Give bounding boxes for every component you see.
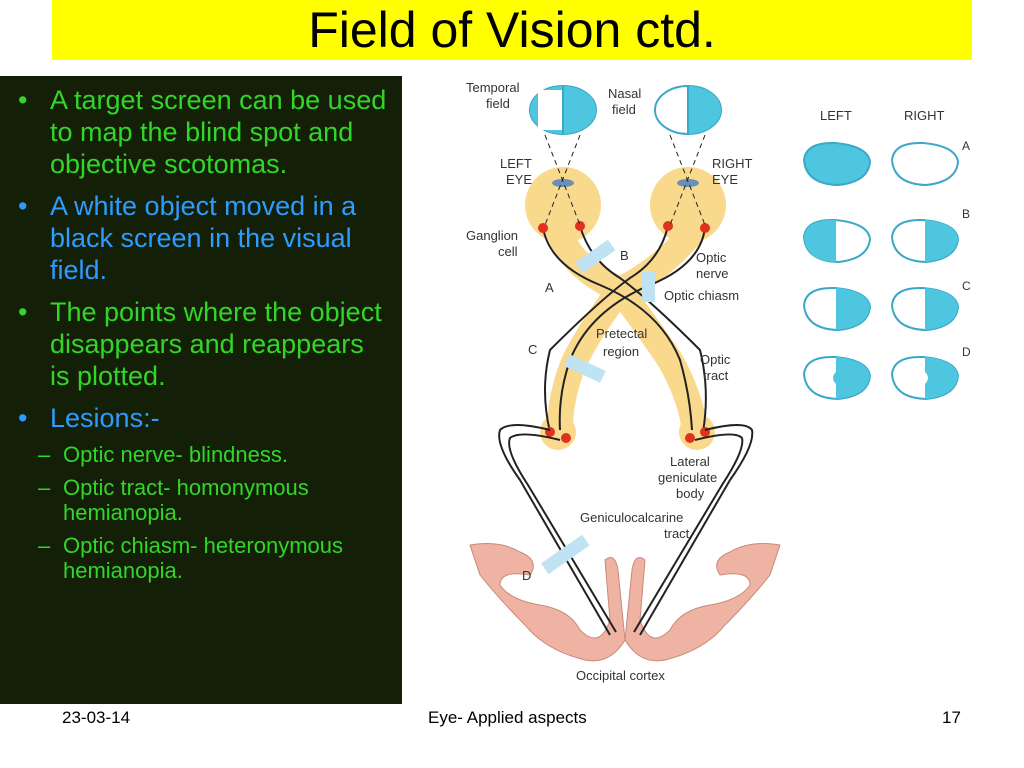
right-lens-icon (677, 179, 699, 187)
sub-bullet-text: Optic tract- homonymous hemianopia. (63, 475, 309, 525)
label-lesion-b: B (620, 248, 629, 263)
label-col-right: RIGHT (904, 108, 945, 123)
nerve-fiber (542, 227, 693, 431)
row-label-c: C (962, 279, 971, 293)
sub-bullet-dash: – (38, 442, 51, 467)
ganglion-dot (538, 223, 548, 233)
label-col-left: LEFT (820, 108, 852, 123)
label-lesion-c: C (528, 342, 537, 357)
bullet-item: • The points where the object disappears … (18, 296, 390, 392)
field-c-right-fill (925, 288, 958, 330)
field-d-left-fill (833, 357, 870, 399)
lgb-dot (685, 433, 695, 443)
nerve-fiber (558, 227, 706, 431)
label-lesion-a: A (545, 280, 554, 295)
sub-bullet-item: –Optic nerve- blindness. (18, 442, 390, 467)
ray-line (669, 134, 706, 226)
bullet-dot: • (18, 191, 28, 221)
geniculocalcarine-tract-left (508, 433, 617, 633)
bullet-item: • A target screen can be used to map the … (18, 84, 390, 180)
occipital-cortex-left (469, 543, 626, 662)
bullet-item: • A white object moved in a black screen … (18, 190, 390, 286)
sub-bullet-text: Optic chiasm- heteronymous hemianopia. (63, 533, 343, 583)
left-lens-icon (552, 179, 574, 187)
sub-bullet-item: –Optic chiasm- heteronymous hemianopia. (18, 533, 390, 583)
lesion-bar-a (575, 239, 616, 274)
row-label-a: A (962, 139, 970, 153)
field-d-right-fill (925, 357, 958, 399)
field-a-left (802, 141, 872, 187)
page-number: 17 (942, 708, 961, 727)
footer-date: 23-03-14 (62, 708, 131, 727)
sub-bullet-list: –Optic nerve- blindness. –Optic tract- h… (38, 442, 390, 583)
bullet-dot: • (18, 85, 28, 115)
bullet-item: •Lesions:- –Optic nerve- blindness. –Opt… (18, 402, 390, 583)
nerve-fiber (544, 225, 669, 433)
row-label-d: D (962, 345, 971, 359)
right-field-blue-half (688, 86, 721, 134)
sub-bullet-dash: – (38, 475, 51, 500)
bullet-dot: • (18, 403, 28, 433)
sub-bullet-dash: – (38, 533, 51, 558)
ray-line (544, 134, 581, 226)
lgb-dot (561, 433, 571, 443)
occipital-cortex-right (624, 543, 781, 662)
row-label-b: B (962, 207, 970, 221)
field-b-right-fill (925, 220, 958, 262)
bullet-text: Lesions:- (50, 403, 160, 433)
field-c-left-fill (836, 288, 870, 330)
geniculocalcarine-tract-left (498, 424, 611, 636)
ganglion-dot (575, 221, 585, 231)
bullet-list: • A target screen can be used to map the … (18, 84, 390, 583)
geniculocalcarine-tract-right (633, 433, 744, 633)
left-field-white (538, 90, 563, 130)
lesion-bar-d (541, 534, 590, 575)
bullet-text: A white object moved in a black screen i… (50, 191, 357, 285)
lesion-bar-c (563, 354, 606, 383)
title-bar: Field of Vision ctd. (52, 0, 972, 60)
bullet-text: The points where the object disappears a… (50, 297, 382, 391)
field-b-left-fill (804, 219, 836, 262)
label-cortex: Occipital cortex (576, 668, 665, 683)
bullet-text: A target screen can be used to map the b… (50, 85, 387, 179)
field-a-right (890, 141, 960, 187)
ganglion-dot (700, 223, 710, 233)
label-lesion-d: D (522, 568, 531, 583)
bullet-dot: • (18, 297, 28, 327)
footer-title: Eye- Applied aspects (428, 708, 587, 727)
lesion-bar-b (642, 272, 655, 302)
slide-title: Field of Vision ctd. (308, 2, 716, 58)
text-panel: • A target screen can be used to map the … (0, 76, 402, 704)
sub-bullet-item: –Optic tract- homonymous hemianopia. (18, 475, 390, 525)
label-chiasm: Optic chiasm (664, 288, 739, 303)
sub-bullet-text: Optic nerve- blindness. (63, 442, 288, 467)
left-field-blue-half (563, 86, 596, 134)
geniculocalcarine-tract-right (639, 424, 754, 636)
